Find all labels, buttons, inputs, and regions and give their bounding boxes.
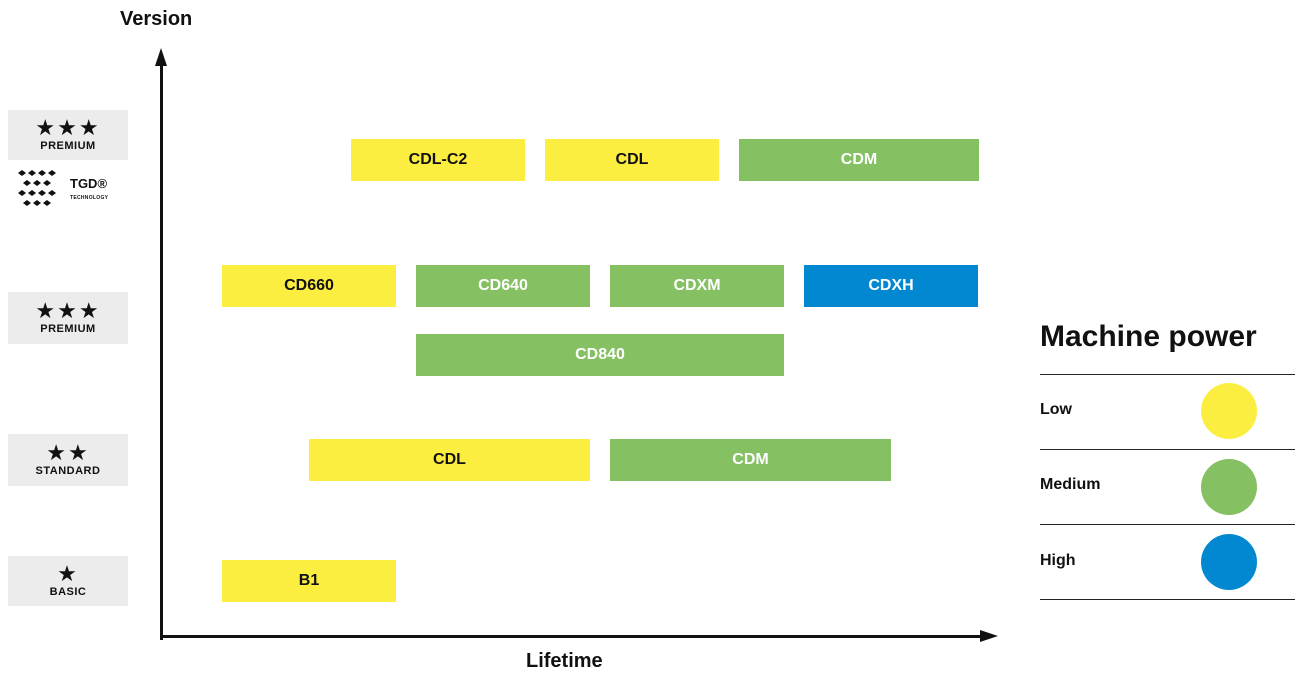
tgd-logo-text: TGD® [70,176,108,191]
bar-cdm-standard: CDM [610,439,891,481]
bar-cdxm: CDXM [610,265,784,307]
legend-divider [1040,599,1295,600]
tgd-diamond-icon [18,170,56,206]
legend-swatch-medium [1201,459,1257,515]
tgd-technology-logo: TGD® TECHNOLOGY [18,168,128,212]
tier-label: PREMIUM [40,140,96,152]
one-star-icon: ★ [57,562,79,587]
bar-cdm-premium: CDM [739,139,979,181]
legend-label-medium: Medium [1040,476,1101,493]
legend-label-high: High [1040,552,1076,569]
x-axis-title: Lifetime [526,650,603,672]
bar-cd840: CD840 [416,334,784,376]
tgd-logo-subtext: TECHNOLOGY [70,195,109,201]
legend-label-low: Low [1040,401,1072,418]
legend-divider [1040,374,1295,375]
y-axis-line [160,58,163,640]
legend-divider [1040,449,1295,450]
legend-swatch-low [1201,383,1257,439]
tier-badge-premium: ★★★ PREMIUM [8,292,128,344]
bar-cdl-standard: CDL [309,439,590,481]
legend-swatch-high [1201,534,1257,590]
legend-title: Machine power [1040,320,1257,353]
bar-cd660: CD660 [222,265,396,307]
tier-badge-basic: ★ BASIC [8,556,128,606]
bar-cdxh: CDXH [804,265,978,307]
bar-cdl-premium: CDL [545,139,719,181]
tier-label: STANDARD [35,465,101,477]
x-axis-arrow-icon [980,630,998,642]
bar-cdl-c2: CDL-C2 [351,139,525,181]
three-stars-icon: ★★★ [35,299,101,324]
bar-b1: B1 [222,560,396,602]
bar-cd640: CD640 [416,265,590,307]
legend-divider [1040,524,1295,525]
x-axis-line [160,635,990,638]
tier-badge-standard: ★★ STANDARD [8,434,128,486]
tier-badge-premium-tgd: ★★★ PREMIUM [8,110,128,160]
two-stars-icon: ★★ [46,441,90,466]
y-axis-arrow-icon [155,48,167,66]
tier-label: BASIC [49,586,87,598]
y-axis-title: Version [120,8,193,30]
three-stars-icon: ★★★ [35,116,101,141]
tier-label: PREMIUM [40,323,96,335]
